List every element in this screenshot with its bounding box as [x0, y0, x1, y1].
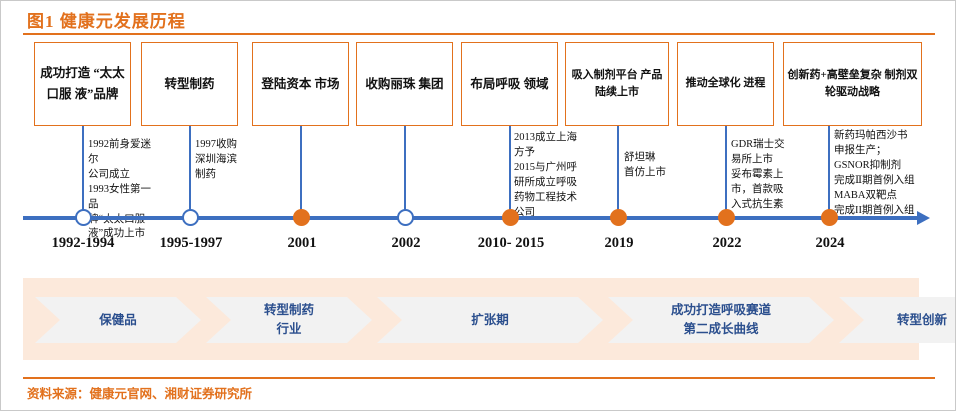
milestone-stem-1	[82, 126, 84, 218]
timeline-axis	[23, 216, 919, 220]
milestone-stem-7	[725, 126, 727, 218]
milestone-stem-3	[300, 126, 302, 218]
year-label-8: 2024	[815, 235, 845, 251]
year-label-3: 2001	[287, 235, 317, 251]
year-label-7: 2022	[712, 235, 742, 251]
milestone-note-6: 舒坦琳 首仿上市	[624, 152, 666, 178]
milestone-box-3: 登陆资本 市场	[252, 42, 349, 126]
source-note: 资料来源：健康元官网、湘财证券研究所	[27, 387, 253, 401]
milestone-box-7: 推动全球化 进程	[677, 42, 774, 126]
figure-title: 图1 健康元发展历程	[27, 12, 186, 31]
year-label-6: 2019	[604, 235, 634, 251]
timeline-node-5	[502, 209, 519, 226]
timeline-node-1	[75, 209, 92, 226]
milestone-box-2: 转型制药	[141, 42, 238, 126]
timeline-node-2	[182, 209, 199, 226]
milestone-box-1: 成功打造 “太太口服 液”品牌	[34, 42, 131, 126]
timeline-node-7	[718, 209, 735, 226]
timeline-node-3	[293, 209, 310, 226]
milestone-stem-2	[189, 126, 191, 218]
timeline-arrow-icon	[917, 211, 930, 225]
milestone-box-8: 创新药+高壁垒复杂 制剂双轮驱动战略	[783, 42, 922, 126]
milestone-stem-4	[404, 126, 406, 218]
title-divider	[23, 33, 935, 35]
year-label-5: 2010- 2015	[477, 235, 545, 251]
year-label-2: 1995-1997	[159, 235, 223, 251]
milestone-note-2: 1997收购 深圳海滨 制药	[195, 139, 237, 180]
milestone-box-6: 吸入制剂平台 产品陆续上市	[565, 42, 669, 126]
footer-divider	[23, 377, 935, 379]
milestone-stem-5	[509, 126, 511, 218]
milestone-note-1: 1992前身爱迷尔 公司成立 1993女性第一品 牌“太太口服 液”成功上市	[88, 139, 151, 240]
milestone-box-4: 收购丽珠 集团	[356, 42, 453, 126]
year-label-4: 2002	[391, 235, 421, 251]
phase-chevron-4: 成功打造呼吸赛道 第二成长曲线	[608, 297, 834, 343]
milestone-box-5: 布局呼吸 领域	[461, 42, 558, 126]
milestone-stem-8	[828, 126, 830, 218]
timeline-node-4	[397, 209, 414, 226]
phase-chevron-1: 保健品	[35, 297, 201, 343]
timeline-node-6	[610, 209, 627, 226]
milestone-note-5: 2013成立上海 方予 2015与广州呼 研所成立呼吸 药物工程技术 公司	[514, 132, 577, 218]
phase-chevron-2: 转型制药 行业	[206, 297, 372, 343]
milestone-stem-6	[617, 126, 619, 218]
year-label-1: 1992-1994	[51, 235, 115, 251]
milestone-note-8: 新药玛帕西沙书 申报生产； GSNOR抑制剂 完成Ⅱ期首例入组 MABA双靶点 …	[834, 130, 915, 216]
timeline-node-8	[821, 209, 838, 226]
phase-chevron-3: 扩张期	[377, 297, 603, 343]
milestone-note-7: GDR瑞士交 易所上市 妥布霉素上 市，首款吸 入式抗生素	[731, 139, 785, 210]
